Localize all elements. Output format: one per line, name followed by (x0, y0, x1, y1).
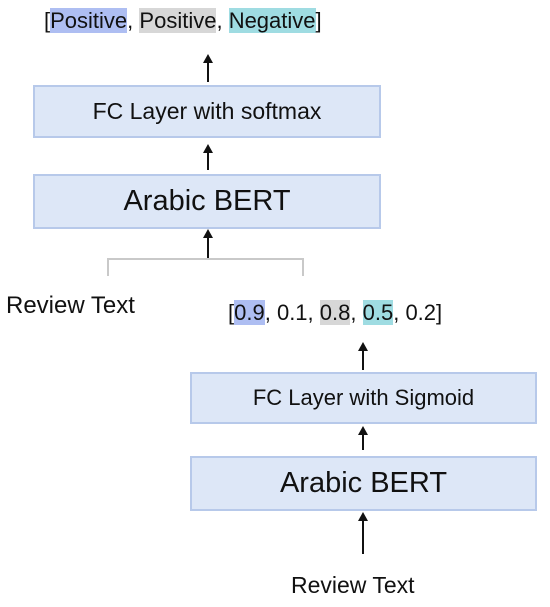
score-3: 0.8 (319, 300, 351, 325)
bottom-review-text: Review Text (291, 572, 415, 598)
arrow-fc-to-output (203, 54, 213, 82)
bottom-output-scores: [0.9, 0.1, 0.8, 0.5, 0.2] (228, 300, 443, 325)
arrow-bert-to-fc (203, 144, 213, 170)
arabic-bert-bottom: Arabic BERT (190, 456, 537, 511)
output-label-3: Negative (228, 8, 316, 33)
arrow-bert-to-fc-sigmoid (358, 426, 368, 450)
fc-sigmoid-label: FC Layer with Sigmoid (252, 385, 475, 410)
separator: , (350, 300, 363, 325)
arabic-bert-bottom-label: Arabic BERT (279, 467, 448, 499)
score-2: 0.1 (276, 300, 308, 325)
input-bracket-right (302, 258, 304, 276)
separator: , (216, 8, 229, 33)
output-label-1: Positive (50, 8, 128, 33)
arrow-input-to-bert-top (203, 229, 213, 258)
arabic-bert-top-label: Arabic BERT (123, 185, 291, 217)
separator: , (393, 300, 406, 325)
fc-softmax-layer: FC Layer with softmax (33, 85, 381, 138)
top-review-text: Review Text (6, 292, 135, 319)
close-bracket: ] (436, 300, 443, 325)
open-bracket: [ (228, 300, 235, 325)
arrow-input-to-bert-bottom (358, 512, 368, 554)
fc-softmax-label: FC Layer with softmax (92, 98, 322, 124)
top-output-labels: [Positive, Positive, Negative] (44, 8, 322, 33)
arabic-bert-top: Arabic BERT (33, 174, 381, 229)
arrow-fc-sigmoid-to-output (358, 342, 368, 370)
fc-sigmoid-layer: FC Layer with Sigmoid (190, 372, 537, 424)
separator: , (307, 300, 320, 325)
score-5: 0.2 (405, 300, 437, 325)
input-bracket-h (107, 258, 304, 260)
score-4: 0.5 (362, 300, 394, 325)
open-bracket: [ (44, 8, 51, 33)
score-1: 0.9 (234, 300, 265, 325)
input-bracket-left (107, 258, 109, 276)
close-bracket: ] (315, 8, 322, 33)
separator: , (127, 8, 140, 33)
output-label-2: Positive (139, 8, 217, 33)
separator: , (264, 300, 277, 325)
